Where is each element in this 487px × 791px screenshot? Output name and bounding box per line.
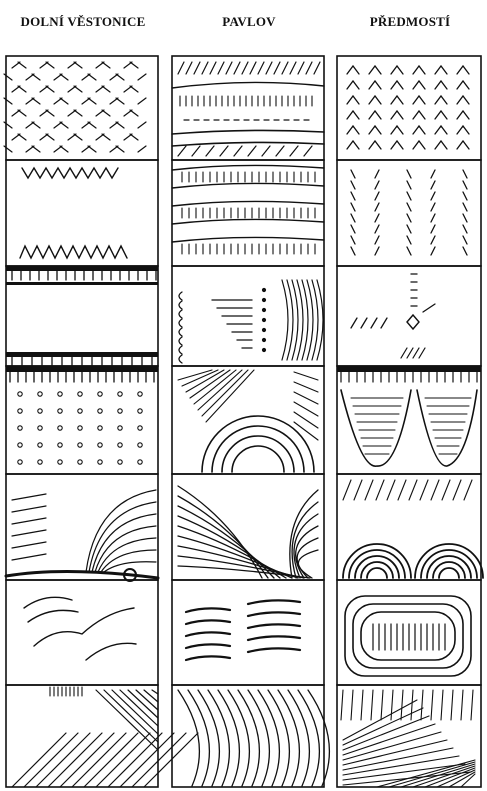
predmosti-panel-5-arches [343,480,483,578]
pavlov-panel-7-diagonals [178,690,329,786]
pavlov-panel-1-bands [172,62,324,156]
pavlov-panel-3-radial [179,280,323,363]
panel-frame-predmosti-3 [337,266,481,366]
predmosti-panel-1-chevrons [347,66,469,149]
panel-frame-predmosti-4 [337,366,481,474]
pavlov-panel-4-arches [178,370,318,472]
dv-panel-2-zigzag [20,168,127,258]
predmosti-panel-4-basins [337,366,481,466]
panel-frame-dolni-vestonice-5 [6,474,158,580]
dv-panel-5-arcs [6,490,158,581]
dv-panel-4-dots-band [6,366,158,464]
predmosti-panel-6-rounded [345,596,471,676]
dv-panel-1-hatching [4,62,146,152]
panel-frame-dolni-vestonice-1 [6,56,158,160]
panel-frame-pavlov-6 [172,580,324,685]
pavlov-panel-2-bands [172,165,324,254]
dv-panel-7-diagonals [12,687,198,787]
predmosti-panel-7-fan [341,690,475,787]
pavlov-panel-6-strokes [186,600,300,660]
dv-panel-6-chevrons [24,597,136,660]
predmosti-panel-2-dashes [351,170,467,255]
panel-frame-dolni-vestonice-6 [6,580,158,685]
panel-frame-dolni-vestonice-3 [6,266,158,366]
panel-frame-pavlov-5 [172,474,324,580]
pavlov-panel-5-arcs [178,486,318,578]
predmosti-panel-3-cross [351,274,435,358]
dv-panel-3-bands [6,266,158,366]
